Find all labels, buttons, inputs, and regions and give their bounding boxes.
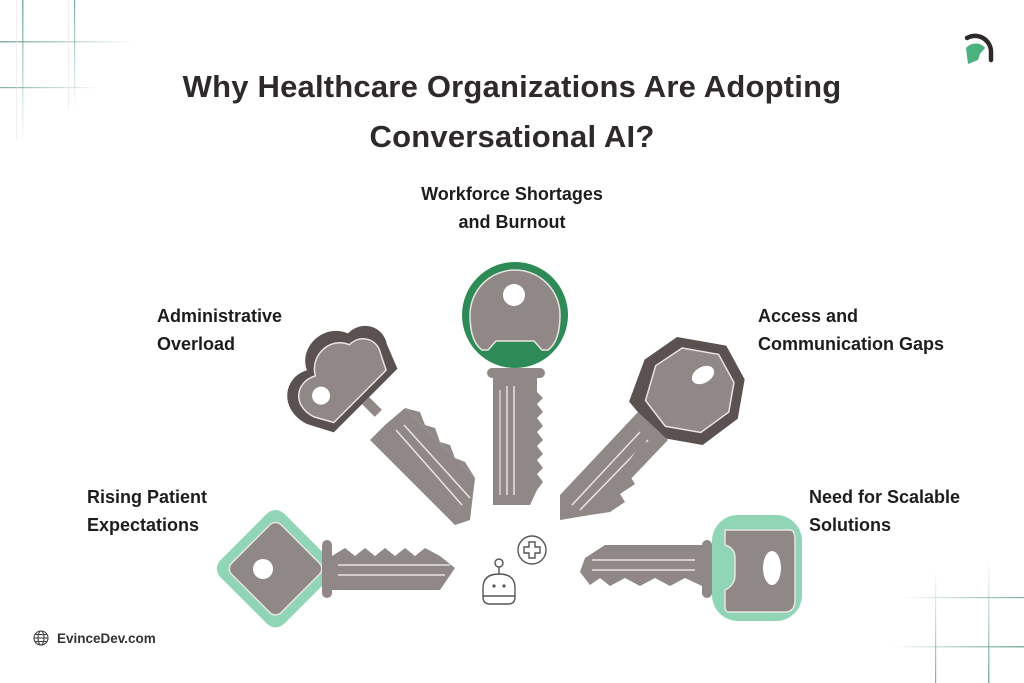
label-workforce: Workforce Shortages and Burnout <box>392 180 632 236</box>
globe-icon <box>33 630 49 646</box>
label-line: Solutions <box>809 515 891 535</box>
key-administrative-icon <box>287 325 398 433</box>
label-line: Access and <box>758 306 859 326</box>
key-workforce-icon <box>462 262 568 505</box>
spartan-helmet-logo-icon <box>964 33 994 64</box>
label-line: and Burnout <box>458 212 566 232</box>
page-title: Why Healthcare Organizations Are Adoptin… <box>0 62 1024 162</box>
title-line-2: Conversational AI? <box>369 119 655 154</box>
medical-cross-icon <box>517 535 547 565</box>
label-administrative: Administrative Overload <box>157 302 282 358</box>
label-line: Overload <box>157 334 236 354</box>
website-link[interactable]: EvinceDev.com <box>57 630 156 646</box>
label-line: Need for Scalable <box>809 487 961 507</box>
label-line: Workforce Shortages <box>421 184 603 204</box>
key-access-icon <box>560 336 745 520</box>
label-scalable: Need for Scalable Solutions <box>809 483 960 539</box>
robot-icon <box>482 558 516 605</box>
label-patient: Rising Patient Expectations <box>87 483 207 539</box>
key-patient-icon <box>216 510 455 628</box>
title-line-1: Why Healthcare Organizations Are Adoptin… <box>182 69 842 104</box>
label-access: Access and Communication Gaps <box>758 302 944 358</box>
label-line: Administrative <box>157 306 283 326</box>
footer: EvinceDev.com <box>33 630 156 646</box>
label-line: Rising Patient <box>87 487 208 507</box>
key-administrative-blade <box>370 408 475 525</box>
label-line: Expectations <box>87 515 200 535</box>
label-line: Communication Gaps <box>758 334 945 354</box>
key-scalable-icon <box>580 515 802 621</box>
